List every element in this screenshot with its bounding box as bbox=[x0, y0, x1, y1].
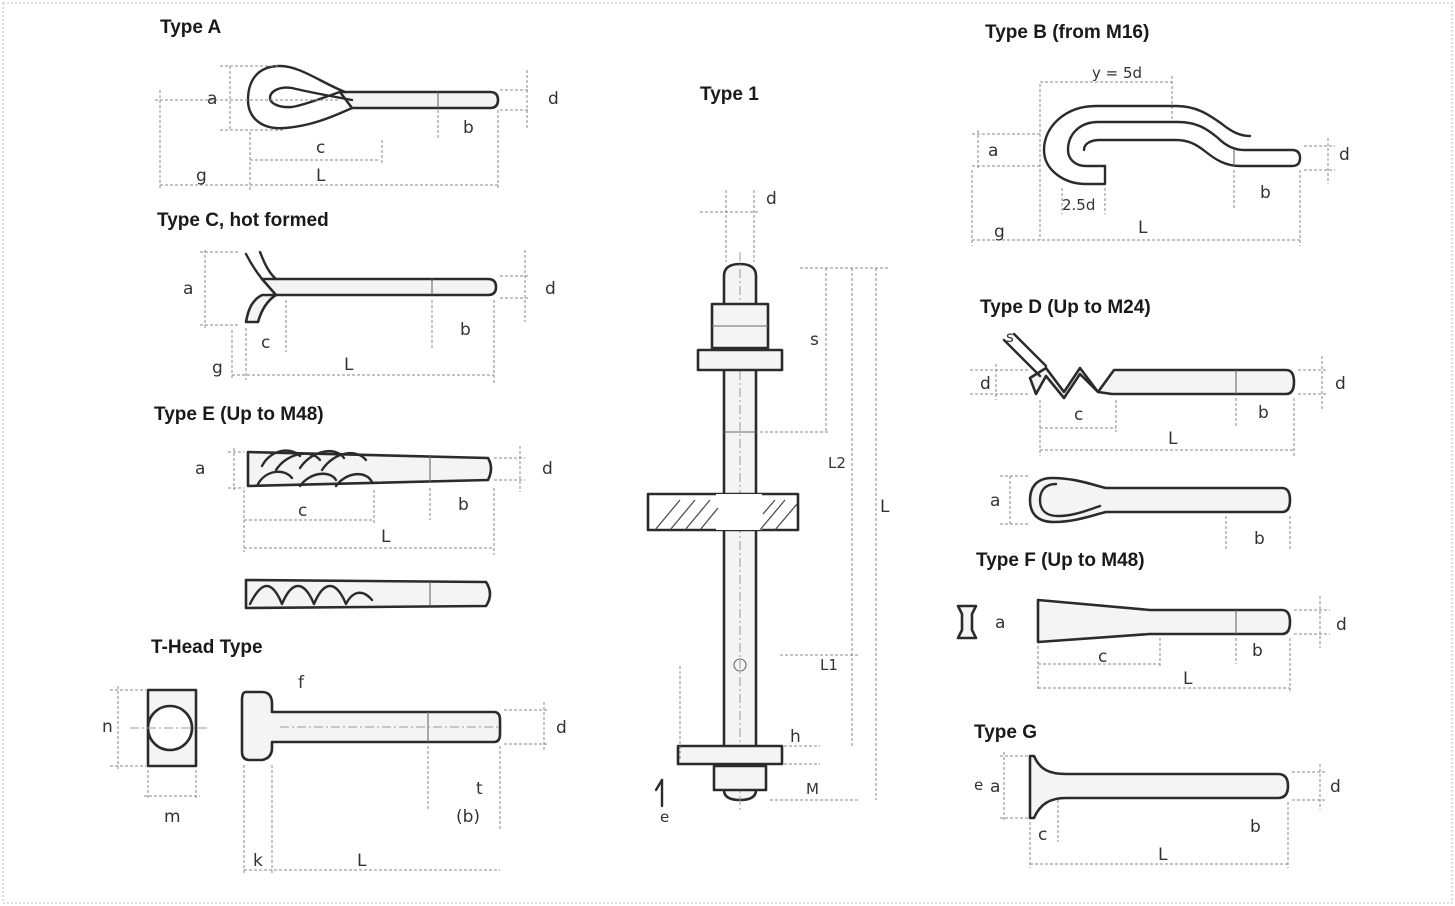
type-c-dim-d: d bbox=[545, 279, 556, 299]
type-b-dim-d: d bbox=[1339, 145, 1350, 165]
type-1-dim-s: s bbox=[810, 330, 819, 350]
type-g-dim-c: c bbox=[1038, 825, 1047, 845]
t-head-dim-t: t bbox=[476, 779, 483, 799]
type-a-dim-L: L bbox=[316, 166, 326, 186]
type-f-dim-a: a bbox=[995, 613, 1005, 633]
type-e-dim-L: L bbox=[381, 527, 391, 547]
type-f-drawing: Type F (Up to M48) a d c b L bbox=[956, 550, 1347, 692]
t-head-dim-b-paren: (b) bbox=[456, 807, 480, 827]
type-1-title: Type 1 bbox=[700, 84, 759, 105]
t-head-title: T-Head Type bbox=[151, 637, 263, 658]
type-1-dim-M: M bbox=[806, 780, 819, 798]
type-b-dim-y: y = 5d bbox=[1092, 64, 1142, 82]
type-b-dim-L: L bbox=[1138, 218, 1148, 238]
type-b-title: Type B (from M16) bbox=[985, 22, 1149, 43]
t-head-dim-k: k bbox=[253, 851, 263, 871]
type-g-dim-b: b bbox=[1250, 817, 1261, 837]
type-b-drawing: Type B (from M16) y = 5d a d 2.5d b g L bbox=[971, 22, 1350, 246]
type-a-dim-d: d bbox=[548, 89, 559, 109]
type-a-dim-g: g bbox=[196, 166, 207, 186]
type-1-dim-d: d bbox=[766, 189, 777, 209]
type-c-dim-g: g bbox=[212, 358, 223, 378]
type-g-title: Type G bbox=[974, 722, 1037, 743]
type-c-title: Type C, hot formed bbox=[157, 210, 329, 231]
type-d-dim-d-right: d bbox=[1335, 374, 1346, 394]
t-head-dim-d: d bbox=[556, 718, 567, 738]
type-1-dim-L: L bbox=[880, 497, 890, 517]
t-head-dim-m: m bbox=[164, 807, 181, 827]
type-a-dim-c: c bbox=[316, 138, 325, 158]
type-d-dim-c: c bbox=[1074, 405, 1083, 425]
t-head-dim-n: n bbox=[102, 717, 113, 737]
type-d-paddle-dim-b: b bbox=[1254, 529, 1265, 549]
t-head-drawing: T-Head Type n m f d t (b) k L bbox=[102, 637, 567, 874]
type-f-dim-c: c bbox=[1098, 647, 1107, 667]
type-g-dim-d: d bbox=[1330, 777, 1341, 797]
type-d-dim-d-left: d bbox=[980, 374, 991, 394]
t-head-dim-f: f bbox=[298, 673, 305, 693]
type-e-title: Type E (Up to M48) bbox=[154, 404, 324, 425]
type-d-title: Type D (Up to M24) bbox=[980, 297, 1151, 318]
type-1-dim-L1: L1 bbox=[820, 656, 838, 674]
type-1-dim-h: h bbox=[790, 727, 801, 747]
type-c-dim-b: b bbox=[460, 320, 471, 340]
type-f-dim-b: b bbox=[1252, 641, 1263, 661]
type-e-drawing: Type E (Up to M48) a d b c L bbox=[154, 404, 553, 610]
type-b-dim-a: a bbox=[988, 141, 998, 161]
type-e-dim-b: b bbox=[458, 495, 469, 515]
type-c-drawing: Type C, hot formed a d b c g L bbox=[157, 210, 556, 385]
t-head-dim-L: L bbox=[357, 851, 367, 871]
type-f-dim-L: L bbox=[1183, 669, 1193, 689]
type-b-dim-g: g bbox=[994, 222, 1005, 242]
type-d-paddle-dim-a: a bbox=[990, 491, 1000, 511]
type-c-dim-c: c bbox=[261, 333, 270, 353]
type-a-title: Type A bbox=[160, 17, 222, 38]
type-g-dim-L: L bbox=[1158, 845, 1168, 865]
type-d-dim-b: b bbox=[1258, 403, 1269, 423]
type-d-dim-L: L bbox=[1168, 429, 1178, 449]
type-a-drawing: Type A a d b c g L bbox=[155, 17, 559, 190]
type-a-dim-a: a bbox=[207, 89, 217, 109]
type-e-dim-a: a bbox=[195, 459, 205, 479]
type-c-dim-L: L bbox=[344, 355, 354, 375]
type-d-drawing: Type D (Up to M24) s d d c b L a b bbox=[970, 297, 1346, 550]
type-1-dim-e: e bbox=[660, 808, 669, 826]
type-g-dim-e: e bbox=[974, 776, 983, 794]
type-g-drawing: Type G e a d c b L bbox=[974, 722, 1341, 868]
type-a-dim-b: b bbox=[463, 118, 474, 138]
type-e-dim-c: c bbox=[298, 501, 307, 521]
type-f-dim-d: d bbox=[1336, 615, 1347, 635]
type-e-dim-d: d bbox=[542, 459, 553, 479]
type-c-dim-a: a bbox=[183, 279, 193, 299]
type-f-title: Type F (Up to M48) bbox=[976, 550, 1145, 571]
type-1-dim-L2: L2 bbox=[828, 454, 846, 472]
type-d-dim-s: s bbox=[1006, 328, 1014, 346]
type-b-dim-b: b bbox=[1260, 183, 1271, 203]
type-1-drawing: Type 1 d s L2 L bbox=[646, 84, 890, 826]
type-b-dim-2-5d: 2.5d bbox=[1062, 196, 1095, 214]
type-g-dim-a: a bbox=[990, 777, 1000, 797]
